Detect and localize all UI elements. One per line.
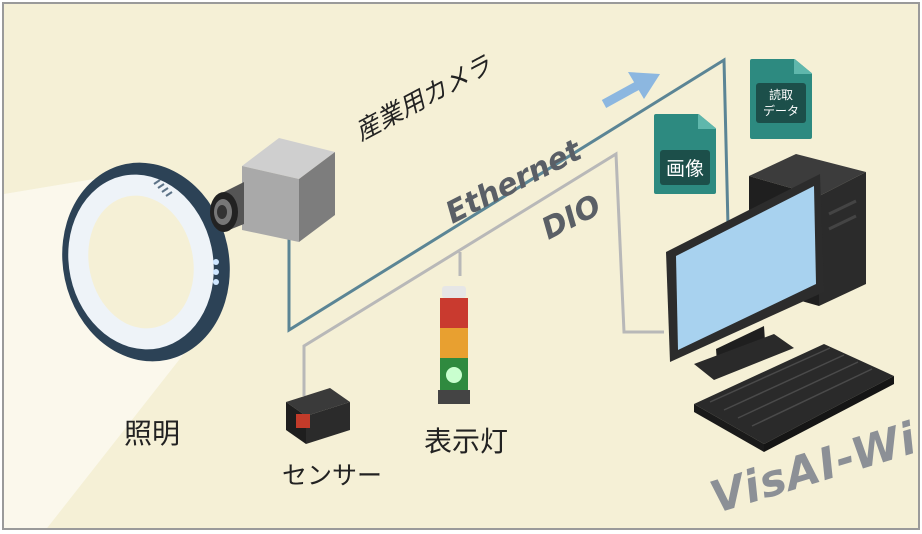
dio-line	[302, 151, 664, 396]
monitor-icon	[666, 174, 824, 380]
camera-icon	[210, 138, 335, 242]
diagram-scene	[4, 57, 894, 528]
arrow-icon	[601, 72, 660, 108]
read-data-document-icon: 読取 データ	[750, 59, 812, 139]
read-data-document-label: 読取 データ	[756, 83, 806, 123]
stack-light-icon	[438, 286, 470, 404]
read-data-line-2: データ	[762, 104, 799, 118]
keyboard-icon	[694, 344, 894, 452]
lighting-label: 照明	[124, 417, 181, 450]
ring-light-icon	[62, 162, 230, 362]
sensor-icon	[286, 388, 350, 444]
sensor-label: センサー	[282, 461, 383, 490]
image-document-icon: 画像	[654, 114, 716, 194]
stack-light-label: 表示灯	[424, 425, 509, 458]
read-data-line-1: 読取	[768, 88, 793, 102]
ethernet-line	[287, 57, 732, 333]
image-document-label: 画像	[660, 150, 710, 185]
